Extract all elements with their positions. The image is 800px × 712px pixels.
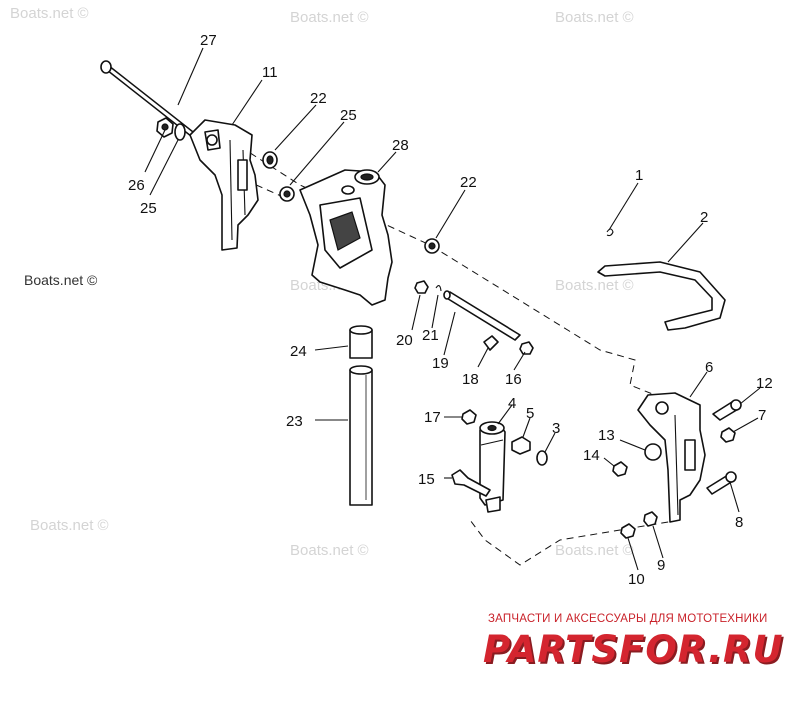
part-24-bushing bbox=[349, 325, 373, 359]
callout-4: 4 bbox=[508, 395, 516, 412]
part-18-bushing bbox=[483, 335, 499, 351]
watermark: Boats.net © bbox=[555, 277, 634, 294]
callout-20: 20 bbox=[396, 332, 413, 349]
callout-8: 8 bbox=[735, 514, 743, 531]
part-22-washer-right bbox=[424, 238, 440, 254]
assembly-line-lower bbox=[469, 519, 681, 566]
part-21-cotter-pin bbox=[435, 285, 442, 292]
part-10-nut bbox=[620, 523, 636, 539]
part-2-wire-bracket bbox=[597, 261, 726, 331]
brand-tagline: ЗАПЧАСТИ И АКСЕССУАРЫ ДЛЯ МОТОТЕХНИКИ bbox=[488, 613, 768, 625]
callout-3: 3 bbox=[552, 420, 560, 437]
callout-11: 11 bbox=[262, 64, 278, 81]
part-12-bolt bbox=[712, 399, 742, 421]
callout-14: 14 bbox=[583, 447, 600, 464]
part-8-bolt bbox=[706, 471, 737, 495]
part-9-nut bbox=[643, 511, 658, 527]
callout-22-upper: 22 bbox=[310, 90, 327, 107]
callout-17: 17 bbox=[424, 409, 441, 426]
part-27-bolt bbox=[100, 60, 195, 137]
part-15-bolt bbox=[451, 469, 491, 497]
callout-25-upper: 25 bbox=[340, 107, 357, 124]
part-6-right-bracket bbox=[637, 392, 706, 523]
callout-1: 1 bbox=[635, 167, 643, 184]
part-25-washer-left bbox=[174, 123, 186, 141]
part-25-washer bbox=[279, 186, 295, 202]
callout-26: 26 bbox=[128, 177, 145, 194]
part-1-clip bbox=[606, 228, 614, 237]
callout-19: 19 bbox=[432, 355, 449, 372]
callout-28: 28 bbox=[392, 137, 409, 154]
part-5-spacer bbox=[511, 436, 531, 455]
part-28-swivel-bracket bbox=[299, 169, 393, 306]
watermark-main: Boats.net © bbox=[24, 272, 98, 288]
brand-logo: PARTSFOR.RU bbox=[483, 628, 784, 671]
part-22-washer-upper bbox=[262, 151, 278, 169]
callout-15: 15 bbox=[418, 471, 435, 488]
callout-18: 18 bbox=[462, 371, 479, 388]
part-13-washer bbox=[644, 443, 662, 461]
watermark: Boats.net © bbox=[555, 9, 634, 26]
watermark: Boats.net © bbox=[10, 5, 89, 22]
callout-21: 21 bbox=[422, 327, 439, 344]
callout-12: 12 bbox=[756, 375, 773, 392]
part-16-nut bbox=[519, 341, 534, 355]
callout-7: 7 bbox=[758, 407, 766, 424]
callout-27: 27 bbox=[200, 32, 217, 49]
callout-22-right: 22 bbox=[460, 174, 477, 191]
callout-25-lower: 25 bbox=[140, 200, 157, 217]
callout-24: 24 bbox=[290, 343, 307, 360]
watermark: Boats.net © bbox=[30, 517, 109, 534]
part-23-tube bbox=[349, 365, 373, 506]
part-11-left-bracket bbox=[189, 119, 259, 251]
watermark: Boats.net © bbox=[290, 9, 369, 26]
callout-5: 5 bbox=[526, 405, 534, 422]
callout-9: 9 bbox=[657, 557, 665, 574]
callout-2: 2 bbox=[700, 209, 708, 226]
part-26-nut bbox=[156, 117, 174, 138]
callout-16: 16 bbox=[505, 371, 522, 388]
part-7-nut bbox=[720, 427, 736, 443]
callout-10: 10 bbox=[628, 571, 645, 588]
part-19-shaft bbox=[443, 290, 521, 341]
part-20-nut bbox=[414, 280, 429, 294]
part-17-screw bbox=[461, 409, 477, 425]
callout-23: 23 bbox=[286, 413, 303, 430]
assembly-line-upper bbox=[229, 139, 656, 396]
watermark: Boats.net © bbox=[555, 542, 634, 559]
callout-6: 6 bbox=[705, 359, 713, 376]
callout-labels: 27 11 22 25 28 26 25 22 1 2 20 21 19 18 … bbox=[128, 32, 773, 588]
part-14-nut bbox=[612, 461, 628, 477]
leader-lines bbox=[144, 47, 761, 571]
callout-13: 13 bbox=[598, 427, 615, 444]
part-4-cylinder bbox=[479, 421, 506, 513]
part-3-washer bbox=[536, 450, 548, 466]
watermark: Boats.net © bbox=[290, 542, 369, 559]
